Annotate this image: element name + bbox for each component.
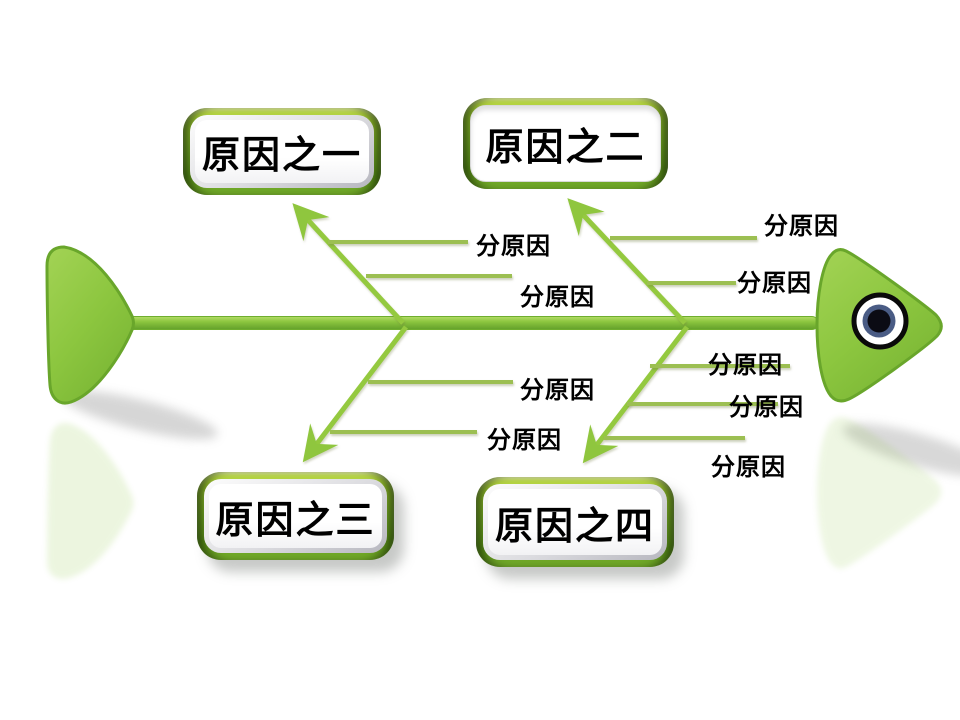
branch-arrow-top-right — [567, 198, 687, 325]
sub-cause-label: 分原因 — [729, 392, 804, 421]
sub-cause-label: 分原因 — [520, 282, 595, 311]
fish-spine — [125, 316, 819, 330]
cause-box-2-panel: 原因之二 — [470, 105, 661, 182]
sub-cause-label: 分原因 — [711, 452, 786, 481]
cause-box-1-bevel: 原因之一 — [190, 115, 374, 188]
sub-cause-label: 分原因 — [487, 425, 562, 454]
cause-box-1-label: 原因之一 — [201, 132, 362, 177]
fish-tail — [45, 245, 135, 405]
sub-cause-label: 分原因 — [708, 350, 783, 379]
cause-box-2: 原因之二 — [463, 98, 668, 189]
cause-box-4-label: 原因之四 — [494, 502, 655, 548]
fish-eye-icon — [851, 292, 909, 350]
cause-box-1: 原因之一 — [183, 108, 381, 195]
cause-box-3-bevel: 原因之三 — [204, 479, 387, 553]
branch-arrow-bottom-right — [582, 325, 689, 464]
branch-arrow-top-left — [292, 203, 405, 325]
cause-box-3-label: 原因之三 — [215, 496, 376, 542]
sub-cause-label: 分原因 — [737, 268, 812, 297]
sub-cause-label: 分原因 — [764, 211, 839, 240]
cause-box-4-bevel: 原因之四 — [483, 484, 667, 560]
sub-cause-label: 分原因 — [476, 231, 551, 260]
floor-shadows — [62, 390, 960, 477]
sub-cause-label: 分原因 — [520, 375, 595, 404]
cause-box-2-label: 原因之二 — [485, 124, 646, 169]
branch-arrow-bottom-left — [302, 325, 408, 463]
cause-box-3: 原因之三 — [197, 472, 394, 560]
cause-box-4: 原因之四 — [476, 477, 674, 567]
fish-tail-reflection — [47, 422, 134, 579]
